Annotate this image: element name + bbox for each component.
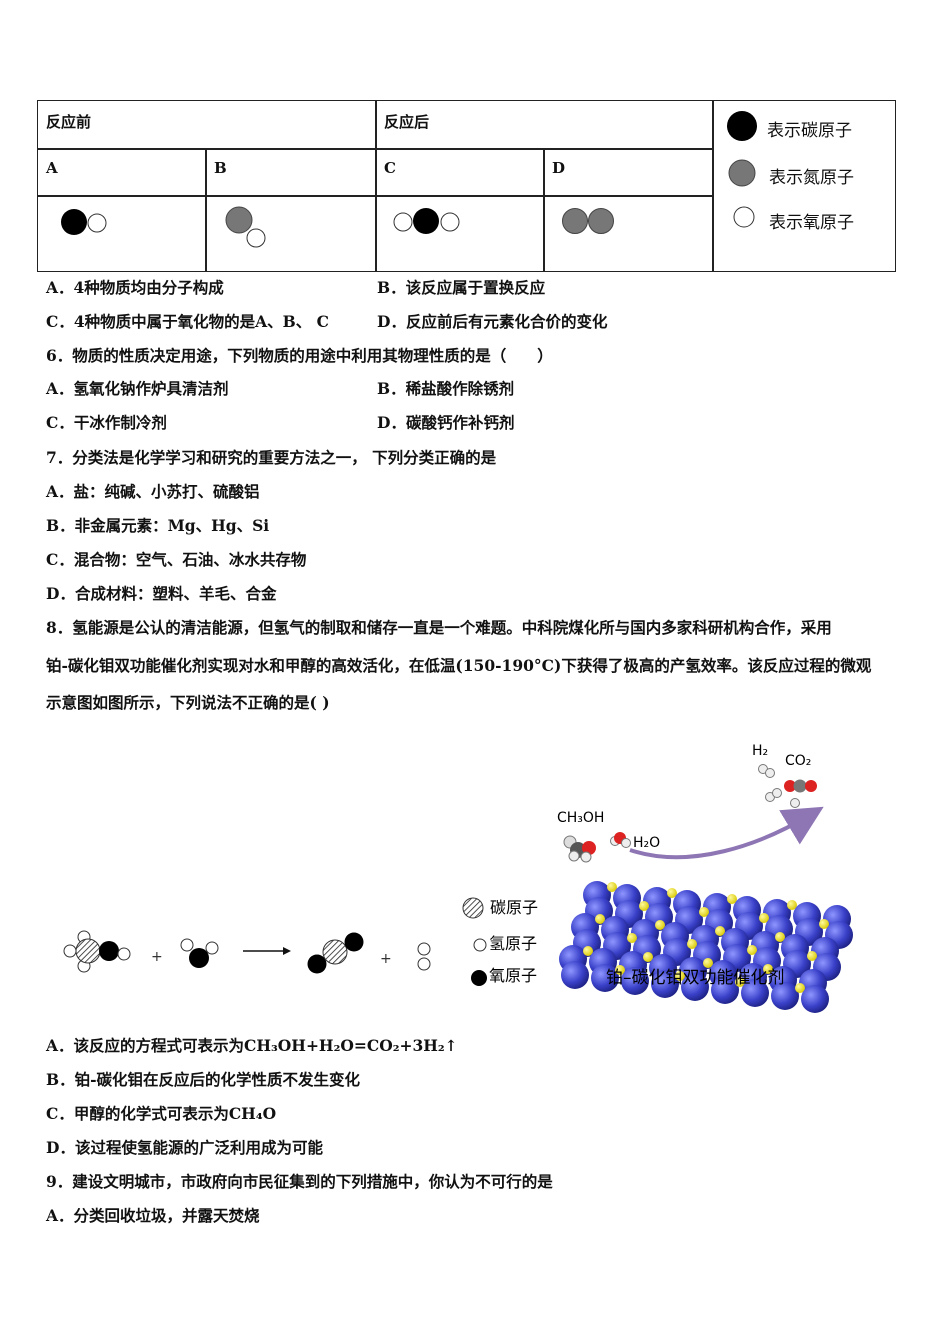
catalyst-carbide-atom (583, 946, 593, 956)
q7-option-b: B．非金属元素：Mg、Hg、Si (46, 516, 270, 535)
col-c-label: C (384, 159, 396, 177)
legend-nitrogen: 表示氮原子 (769, 168, 854, 188)
q8-option-d: D．该过程使氢能源的广泛利用成为可能 (46, 1138, 323, 1157)
plus-sign-1: + (151, 949, 163, 965)
catalyst-atom (741, 979, 769, 1007)
q8-option-c: C．甲醇的化学式可表示为CH₄O (46, 1104, 277, 1123)
catalyst-carbide-atom (643, 952, 653, 962)
catalyst-atom (801, 985, 829, 1013)
catalyst-atom (711, 976, 739, 1004)
q7-option-d: D．合成材料：塑料、羊毛、合金 (46, 584, 277, 603)
catalyst-carbide-atom (687, 939, 697, 949)
ch3oh-small-molecule (563, 835, 596, 863)
legend-carbon: 表示碳原子 (767, 121, 852, 141)
h2o-small-molecule (610, 832, 631, 848)
q7-option-c: C．混合物：空气、石油、冰水共存物 (46, 550, 307, 569)
catalyst-carbide-atom (727, 894, 737, 904)
before-label: 反应前 (46, 113, 92, 131)
catalyst-carbide-atom (655, 920, 665, 930)
catalyst-carbide-atom (607, 882, 617, 892)
label-h2: H₂ (752, 743, 768, 759)
catalyst-carbide-atom (787, 900, 797, 910)
h2-small-molecules (758, 764, 782, 802)
legend-oxygen: 表示氧原子 (769, 213, 854, 233)
ch3oh-molecule (63, 930, 131, 973)
q8-stem-line-1: 8．氢能源是公认的清洁能源，但氢气的制取和储存一直是一个难题。中科院煤化所与国内… (46, 618, 832, 637)
co2-small-molecule (784, 779, 817, 808)
h2-molecule (417, 942, 431, 971)
q6-option-d: D．碳酸钙作补钙剂 (377, 413, 515, 432)
legend-carbon-atom: 碳原子 (490, 898, 538, 917)
catalyst-atom (591, 964, 619, 992)
q8-figure: + + 碳原子 氢原子 氧原子 (63, 743, 853, 1013)
molecule-c (393, 208, 460, 234)
catalyst-caption: 铂–碳化钼双功能催化剂 (606, 968, 785, 988)
q8-option-a: A．该反应的方程式可表示为CH₃OH+H₂O=CO₂+3H₂↑ (46, 1036, 458, 1055)
co2-molecule (307, 932, 364, 974)
q7-stem: 7．分类法是化学学习和研究的重要方法之一， 下列分类正确的是 (46, 448, 497, 467)
col-b-label: B (214, 159, 227, 177)
catalyst-carbide-atom (715, 926, 725, 936)
q9-option-a: A．分类回收垃圾，并露天焚烧 (46, 1206, 260, 1225)
q7-option-a: A．盐：纯碱、小苏打、硫酸铝 (46, 482, 260, 501)
catalyst-atom (621, 967, 649, 995)
plus-sign-2: + (380, 951, 392, 967)
after-label: 反应后 (384, 113, 430, 131)
catalyst-atom (771, 982, 799, 1010)
catalyst-carbide-atom (775, 932, 785, 942)
catalyst-carbide-atom (595, 914, 605, 924)
catalyst-surface (559, 881, 853, 1013)
catalyst-carbide-atom (699, 907, 709, 917)
q8-stem-line-2: 铂-碳化钼双功能催化剂实现对水和甲醇的高效活化，在低温(150-190°C)下获… (46, 656, 872, 675)
label-ch3oh: CH₃OH (557, 810, 604, 826)
label-co2: CO₂ (785, 753, 811, 769)
q6-option-c: C．干冰作制冷剂 (46, 413, 167, 432)
legend-hydrogen-atom: 氢原子 (489, 934, 537, 953)
q8-option-b: B．铂-碳化钼在反应后的化学性质不发生变化 (46, 1070, 361, 1089)
figure-legend (462, 897, 487, 986)
catalyst-carbide-atom (795, 983, 805, 993)
q6-stem: 6．物质的性质决定用途，下列物质的用途中利用其物理性质的是（ ） (46, 346, 553, 365)
q9-stem: 9．建设文明城市，市政府向市民征集到的下列措施中，你认为不可行的是 (46, 1172, 553, 1191)
legend-oxygen-atom: 氧原子 (489, 966, 537, 985)
catalyst-carbide-atom (627, 933, 637, 943)
process-arrow (629, 806, 824, 860)
reaction-table: 反应前 反应后 A B C D (37, 100, 896, 272)
catalyst-carbide-atom (807, 951, 817, 961)
col-d-label: D (552, 159, 566, 177)
q5-option-a: A．4种物质均由分子构成 (46, 278, 224, 297)
q6-option-a: A．氢氧化钠作炉具清洁剂 (46, 379, 229, 398)
catalyst-carbide-atom (763, 964, 773, 974)
catalyst-carbide-atom (759, 913, 769, 923)
label-h2o: H₂O (633, 835, 660, 851)
table-molecules (61, 111, 757, 248)
q5-option-d: D．反应前后有元素化合价的变化 (377, 312, 608, 331)
catalyst-atom (681, 973, 709, 1001)
molecule-b (225, 206, 266, 248)
molecule-a (61, 209, 107, 235)
molecule-d (562, 208, 614, 234)
catalyst-carbide-atom (747, 945, 757, 955)
catalyst-carbide-atom (667, 888, 677, 898)
catalyst-atom (561, 961, 589, 989)
legend-atoms (727, 111, 757, 228)
catalyst-carbide-atom (819, 919, 829, 929)
q8-stem-line-3: 示意图如图所示，下列说法不正确的是( ) (46, 693, 330, 712)
col-a-label: A (46, 159, 58, 177)
h2o-molecule (180, 938, 219, 968)
catalyst-carbide-atom (639, 901, 649, 911)
q6-option-b: B．稀盐酸作除锈剂 (377, 379, 515, 398)
catalyst-atom (651, 970, 679, 998)
catalyst-carbide-atom (675, 971, 685, 981)
catalyst-carbide-atom (735, 977, 745, 987)
catalyst-carbide-atom (703, 958, 713, 968)
q5-option-c: C．4种物质中属于氧化物的是A、B、 C (46, 312, 329, 331)
q5-option-b: B．该反应属于置换反应 (377, 278, 546, 297)
catalyst-carbide-atom (615, 965, 625, 975)
